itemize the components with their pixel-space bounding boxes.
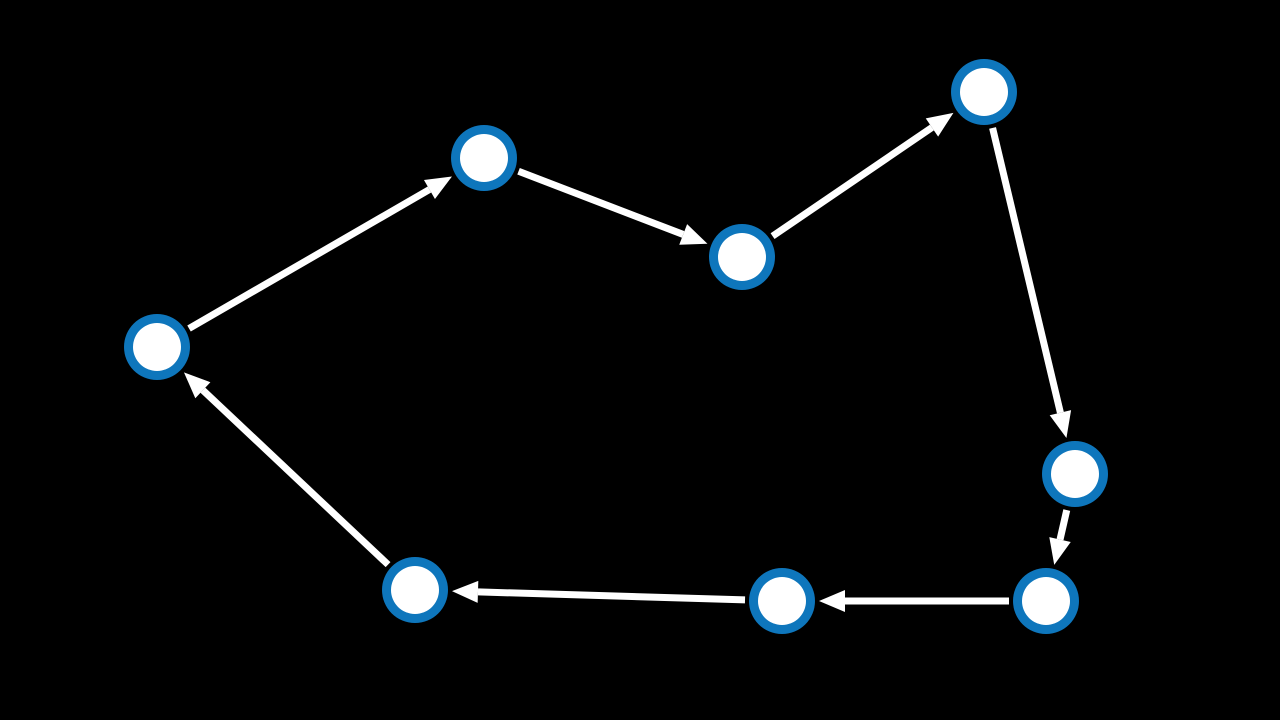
edge-arrowhead: [1049, 537, 1071, 565]
graph-node[interactable]: [451, 125, 517, 191]
graph-edge: [517, 167, 708, 245]
graph-node[interactable]: [1042, 441, 1108, 507]
graph-edge: [989, 127, 1072, 439]
edge-arrowhead: [451, 580, 479, 603]
node-core: [758, 577, 806, 625]
edge-arrowhead: [679, 224, 708, 245]
edge-arrowhead: [819, 590, 845, 612]
node-core: [133, 323, 181, 371]
graph-node[interactable]: [749, 568, 815, 634]
graph-node[interactable]: [709, 224, 775, 290]
edge-arrowhead: [1049, 410, 1072, 439]
edge-arrowhead: [183, 372, 211, 399]
node-core: [718, 233, 766, 281]
node-core: [391, 566, 439, 614]
nodes-layer: [124, 59, 1108, 634]
graph-node[interactable]: [1013, 568, 1079, 634]
node-core: [1022, 577, 1070, 625]
graph-edge: [770, 112, 954, 240]
graph-node[interactable]: [382, 557, 448, 623]
graph-edge: [1049, 509, 1071, 565]
graph-node[interactable]: [951, 59, 1017, 125]
node-core: [960, 68, 1008, 116]
graph-edge: [451, 580, 746, 604]
node-core: [1051, 450, 1099, 498]
edge-arrowhead: [925, 112, 954, 137]
edges-layer: [183, 112, 1072, 612]
graph-edge: [187, 176, 452, 332]
graph-edge: [183, 372, 391, 568]
graph-node[interactable]: [124, 314, 190, 380]
edge-arrowhead: [423, 176, 452, 200]
node-core: [460, 134, 508, 182]
graph-edge: [819, 590, 1009, 612]
